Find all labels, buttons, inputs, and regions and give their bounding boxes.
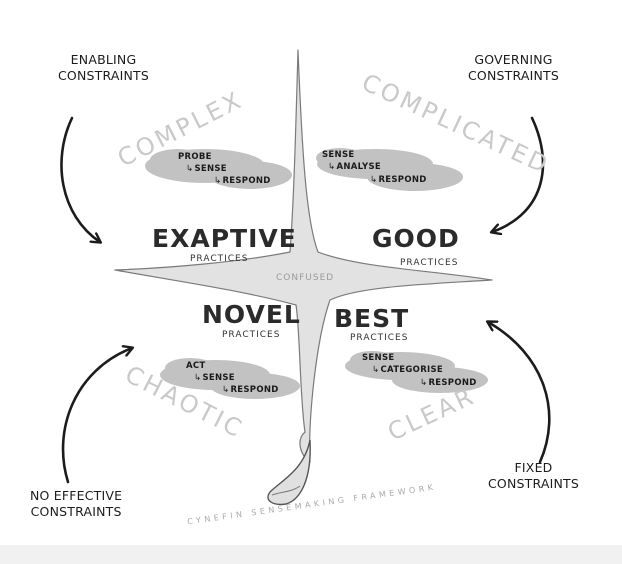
practice-exaptive-suffix: PRACTICES [190, 254, 249, 264]
annotation-line: FIXED [514, 460, 553, 475]
cloud-complicated [316, 148, 463, 191]
boundary-drip-highlight [271, 485, 301, 496]
step-complex-sense: ↳SENSE [186, 164, 227, 174]
practice-best: BEST [334, 304, 410, 333]
domain-label-confused: CONFUSED [276, 273, 335, 283]
annotation-enabling-constraints: ENABLING CONSTRAINTS [58, 52, 149, 84]
hook-arrow-icon: ↳ [214, 176, 222, 186]
step-chaotic-act: ACT [186, 361, 206, 371]
domain-boundary [114, 49, 493, 463]
cloud-chaotic [160, 358, 300, 399]
annotation-line: GOVERNING [474, 52, 553, 67]
hook-arrow-icon: ↳ [420, 378, 428, 388]
annotation-line: CONSTRAINTS [30, 504, 122, 519]
hook-arrow-icon: ↳ [372, 365, 380, 375]
annotation-line: CONSTRAINTS [58, 68, 150, 83]
practice-novel-suffix: PRACTICES [222, 330, 281, 340]
annotation-fixed-constraints: FIXED CONSTRAINTS [488, 460, 579, 492]
hook-arrow-icon: ↳ [328, 162, 336, 172]
annotation-line: ENABLING [70, 52, 137, 67]
step-complex-probe: PROBE [178, 152, 212, 162]
step-text: CATEGORISE [380, 365, 444, 375]
cloud-clear [345, 351, 488, 393]
hook-arrow-icon: ↳ [370, 175, 378, 185]
hook-arrow-icon: ↳ [186, 164, 194, 174]
annotation-governing-constraints: GOVERNING CONSTRAINTS [468, 52, 559, 84]
cloud-complex [145, 149, 292, 189]
step-text: SENSE [194, 164, 227, 174]
arrow-enabling [60, 116, 100, 242]
annotation-line: CONSTRAINTS [468, 68, 560, 83]
step-chaotic-sense: ↳SENSE [194, 373, 235, 383]
step-complicated-sense: SENSE [322, 150, 355, 160]
step-text: SENSE [202, 373, 235, 383]
practice-best-suffix: PRACTICES [350, 333, 409, 343]
hook-arrow-icon: ↳ [194, 373, 202, 383]
boundary-drip [267, 439, 311, 506]
step-complicated-respond: ↳RESPOND [370, 175, 427, 185]
annotation-no-effective-constraints: NO EFFECTIVE CONSTRAINTS [30, 488, 122, 520]
step-text: RESPOND [428, 378, 477, 388]
arrow-governing [492, 116, 545, 232]
annotation-line: NO EFFECTIVE [30, 488, 123, 503]
hook-arrow-icon: ↳ [222, 385, 230, 395]
step-text: RESPOND [222, 176, 271, 186]
practice-novel: NOVEL [202, 300, 301, 329]
arrow-fixed [488, 322, 551, 464]
step-clear-sense: SENSE [362, 353, 395, 363]
step-complex-respond: ↳RESPOND [214, 176, 271, 186]
step-chaotic-respond: ↳RESPOND [222, 385, 279, 395]
step-text: RESPOND [230, 385, 279, 395]
step-text: ANALYSE [336, 162, 381, 172]
practice-good: GOOD [372, 224, 460, 253]
bottom-strip [0, 545, 622, 564]
practice-exaptive: EXAPTIVE [152, 224, 297, 253]
practice-good-suffix: PRACTICES [400, 258, 459, 268]
step-complicated-analyse: ↳ANALYSE [328, 162, 381, 172]
arrow-no-effective [61, 348, 132, 484]
step-clear-categorise: ↳CATEGORISE [372, 365, 443, 375]
annotation-line: CONSTRAINTS [488, 476, 580, 491]
step-text: RESPOND [378, 175, 427, 185]
step-clear-respond: ↳RESPOND [420, 378, 477, 388]
